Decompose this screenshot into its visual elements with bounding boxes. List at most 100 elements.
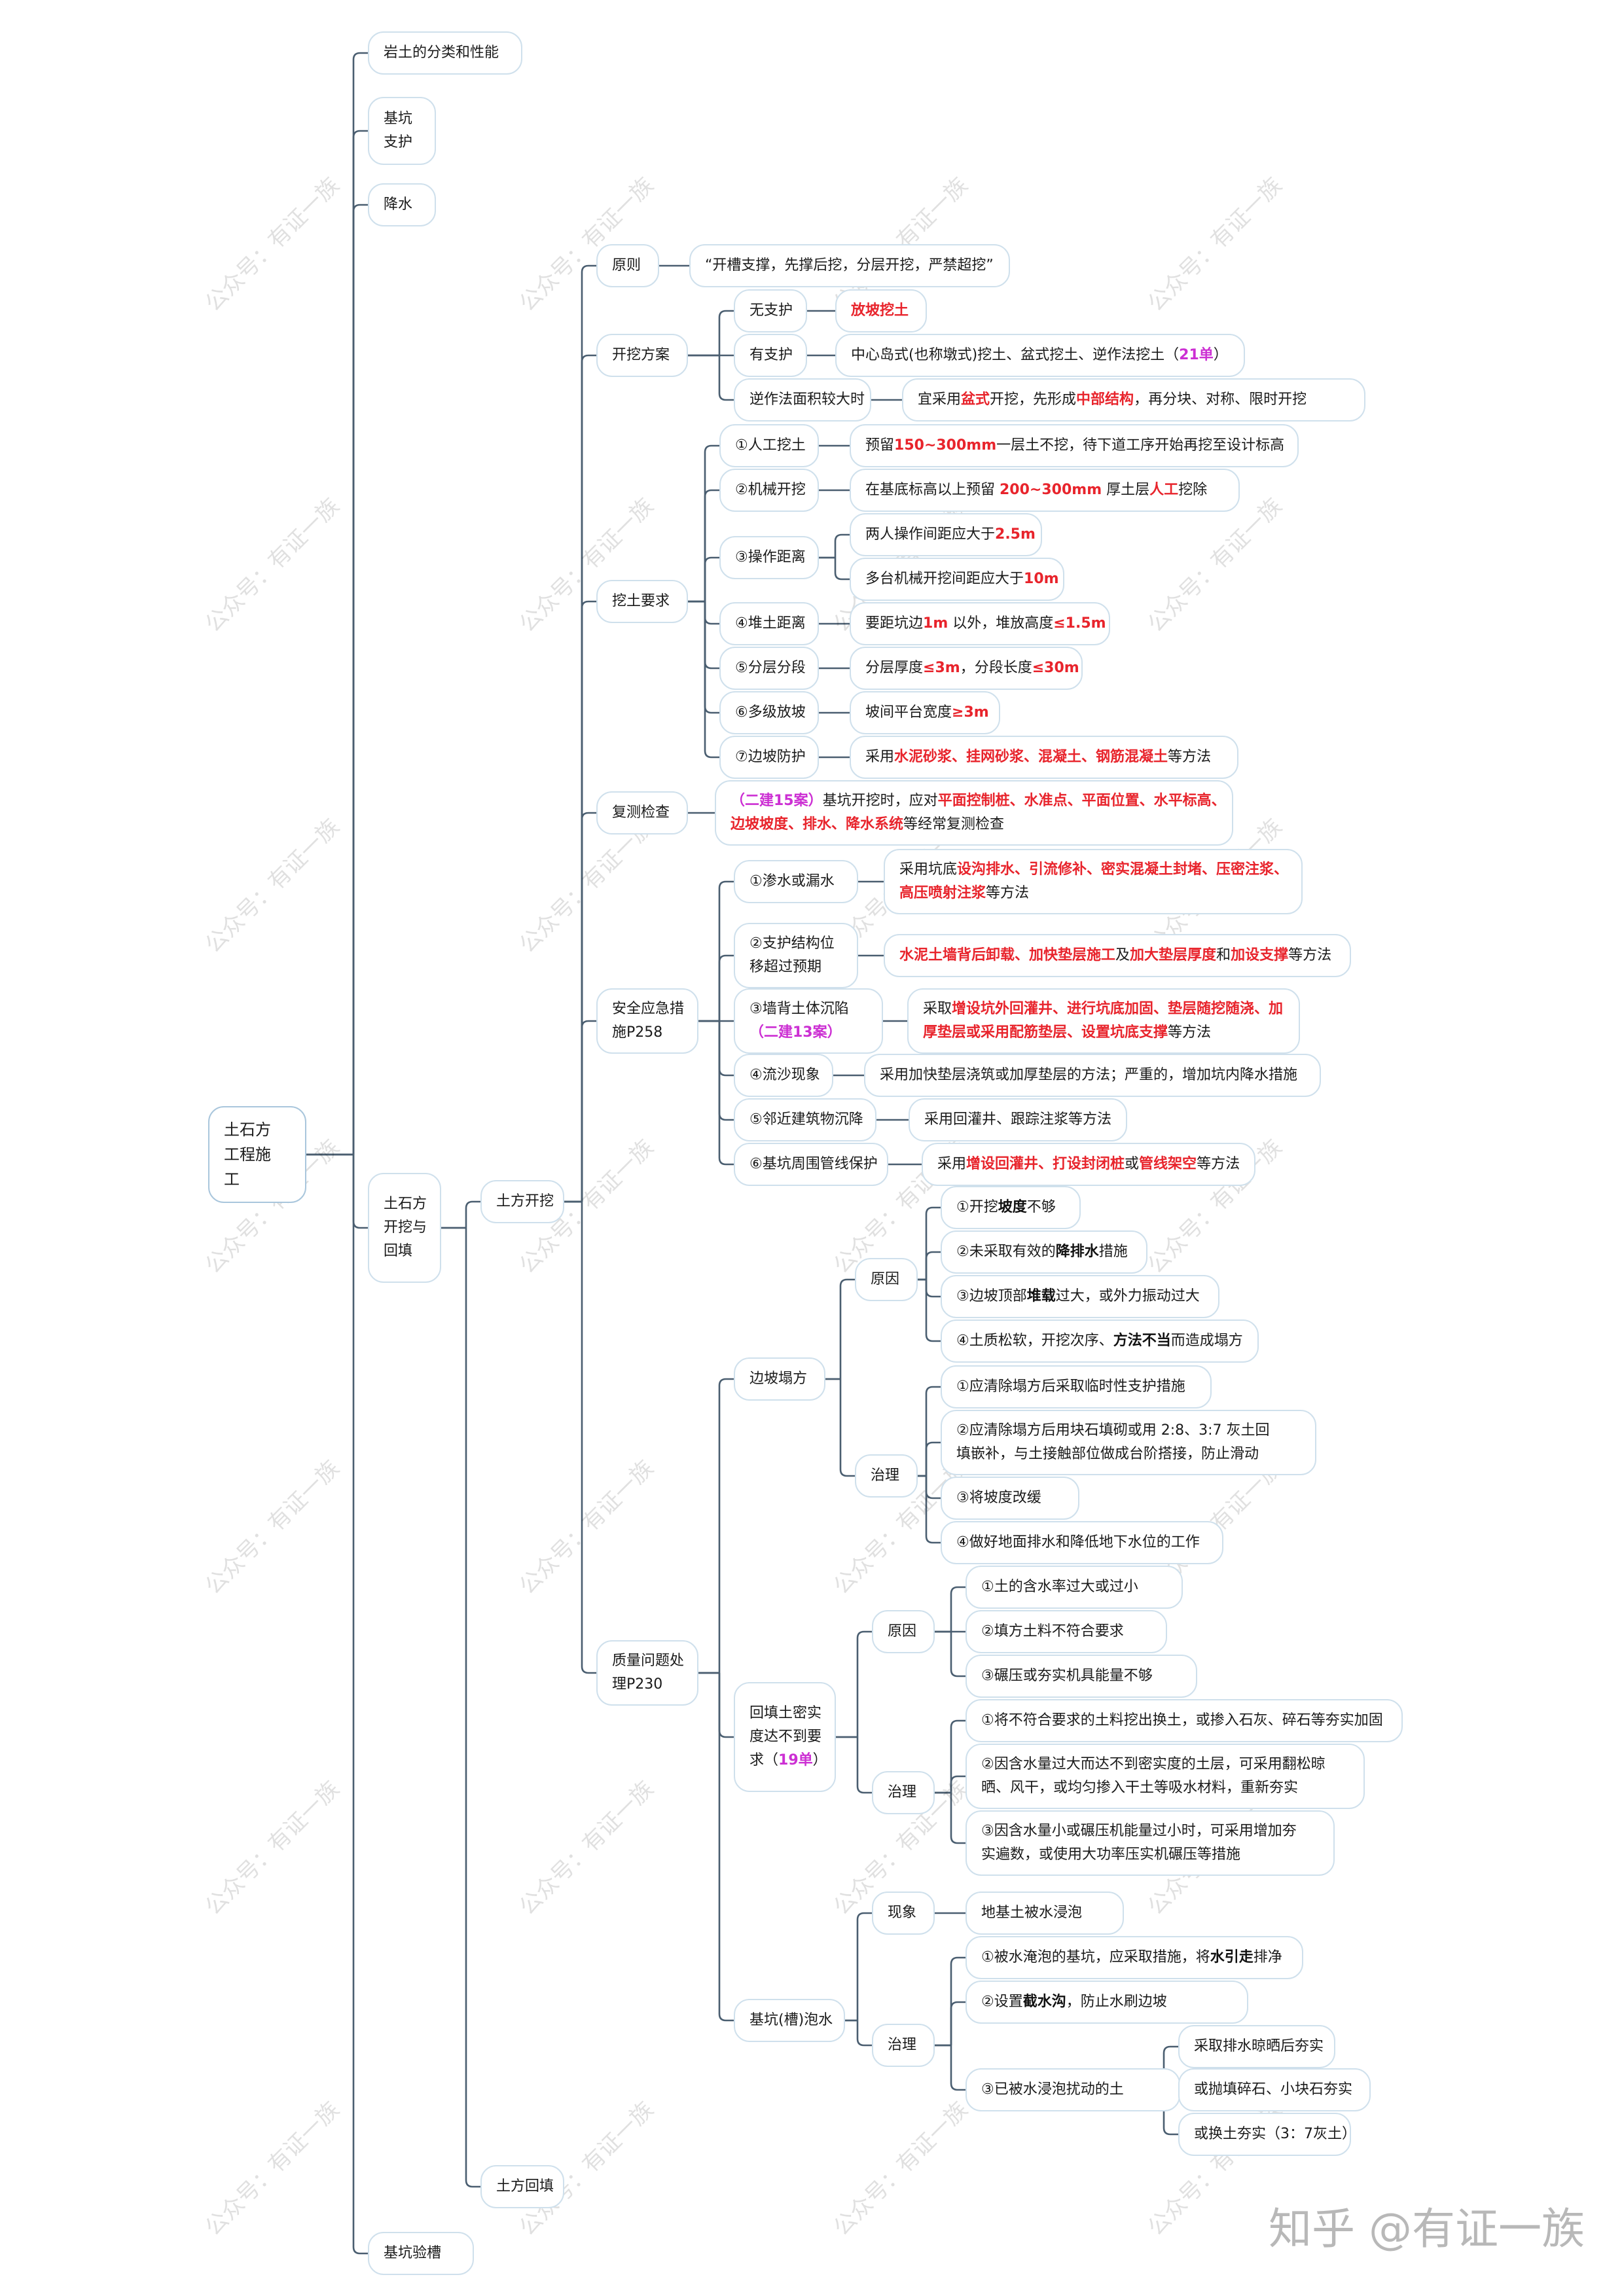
- node-wt4a[interactable]: 要距坑边1m 以外，堆放高度≤1.5m: [850, 602, 1110, 645]
- node-htz3[interactable]: ③因含水量小或碾压机能量过小时，可采用增加夯实遍数，或使用大功率压实机碾压等措施: [965, 1810, 1335, 1876]
- node-htz[interactable]: 治理: [872, 1771, 935, 1814]
- node-text-run: ⑥多级放坡: [735, 704, 806, 721]
- node-n5[interactable]: 基坑验槽: [368, 2232, 474, 2275]
- node-bpy3[interactable]: ③边坡顶部堆载过大，或外力振动过大: [941, 1275, 1219, 1318]
- node-text-run: 及: [1115, 947, 1130, 963]
- node-n4[interactable]: 土石方开挖与回填: [368, 1173, 441, 1283]
- node-text-run: ①人工挖土: [735, 437, 806, 454]
- node-n1[interactable]: 岩土的分类和性能: [368, 31, 522, 75]
- node-wt3[interactable]: ③操作距离: [719, 536, 819, 579]
- node-text-run: 边坡坡度、排水、降水系统: [731, 816, 904, 833]
- node-bpz1[interactable]: ①应清除塌方后采取临时性支护措施: [941, 1365, 1212, 1408]
- node-text-run: 移超过预期: [749, 959, 822, 975]
- node-bpy4[interactable]: ④土质松软，开挖次序、方法不当而造成塌方: [941, 1319, 1259, 1363]
- node-text-run: 开挖方案: [612, 347, 670, 363]
- node-fa1a[interactable]: 放坡挖土: [835, 289, 927, 332]
- node-bpz[interactable]: 治理: [855, 1454, 918, 1498]
- node-wt6a[interactable]: 坡间平台宽度≥3m: [850, 691, 1000, 734]
- node-jkz[interactable]: 治理: [872, 2024, 935, 2067]
- node-wt6[interactable]: ⑥多级放坡: [719, 691, 819, 734]
- node-htz2[interactable]: ②因含水量过大而达不到密实度的土层，可采用翻松晾晒、风干，或均匀掺入干土等吸水材…: [965, 1744, 1365, 1809]
- node-aq5[interactable]: ⑤邻近建筑物沉降: [734, 1098, 876, 1141]
- node-hty2[interactable]: ②填方土料不符合要求: [965, 1610, 1167, 1653]
- node-bp[interactable]: 边坡塌方: [734, 1357, 825, 1401]
- node-aq6a[interactable]: 采用增设回灌井、打设封闭桩或管线架空等方法: [922, 1143, 1255, 1186]
- node-yz[interactable]: 原则: [596, 244, 659, 287]
- node-wt2[interactable]: ②机械开挖: [719, 469, 819, 512]
- node-aq6[interactable]: ⑥基坑周围管线保护: [734, 1143, 888, 1186]
- node-aq1[interactable]: ①渗水或漏水: [734, 860, 858, 903]
- node-text: 地基土被水浸泡: [981, 1901, 1082, 1925]
- node-text-run: 厚土层: [1102, 482, 1150, 498]
- node-jkz3b[interactable]: 或抛填碎石、小块石夯实: [1178, 2068, 1371, 2111]
- node-yz1[interactable]: “开槽支撑，先撑后挖，分层开挖，严禁超挖”: [689, 244, 1010, 287]
- node-hty1[interactable]: ①土的含水率过大或过小: [965, 1566, 1183, 1609]
- node-jkx[interactable]: 现象: [872, 1892, 935, 1935]
- node-fa2[interactable]: 有支护: [734, 334, 807, 377]
- node-jkz3[interactable]: ③已被水浸泡扰动的土: [965, 2068, 1180, 2111]
- node-fa3[interactable]: 逆作法面积较大时: [734, 378, 871, 422]
- node-text: ⑥基坑周围管线保护: [749, 1153, 878, 1176]
- node-wt5a[interactable]: 分层厚度≤3m，分段长度≤30m: [850, 647, 1083, 690]
- node-jkz2[interactable]: ②设置截水沟，防止水刷边坡: [965, 1981, 1248, 2024]
- node-bpy1[interactable]: ①开挖坡度不够: [941, 1186, 1081, 1229]
- node-text-run: 要距坑边: [865, 615, 924, 632]
- node-jkx1[interactable]: 地基土被水浸泡: [965, 1892, 1124, 1935]
- connector-bpy-bpy3: [918, 1278, 941, 1298]
- node-fa3a[interactable]: 宜采用盆式开挖，先形成中部结构，再分块、对称、限时开挖: [902, 378, 1365, 422]
- node-fc[interactable]: 复测检查: [596, 791, 688, 834]
- node-text-run: 分层厚度: [865, 660, 924, 676]
- node-n3[interactable]: 降水: [368, 183, 436, 226]
- node-bpz3[interactable]: ③将坡度改缓: [941, 1477, 1079, 1520]
- node-wt2a[interactable]: 在基底标高以上预留 200~300mm 厚土层人工挖除: [850, 469, 1240, 512]
- node-hty[interactable]: 原因: [872, 1610, 935, 1653]
- node-wt5[interactable]: ⑤分层分段: [719, 647, 819, 690]
- node-jk[interactable]: 基坑(槽)泡水: [734, 1999, 845, 2042]
- node-bpy[interactable]: 原因: [855, 1258, 918, 1301]
- node-text-run: 挖除: [1178, 482, 1208, 498]
- node-hty3[interactable]: ③碾压或夯实机具能量不够: [965, 1655, 1197, 1698]
- connector-bpz-bpz4: [918, 1475, 941, 1544]
- node-jkz1[interactable]: ①被水淹泡的基坑，应采取措施，将水引走排净: [965, 1936, 1303, 1979]
- node-aq4[interactable]: ④流沙现象: [734, 1054, 833, 1097]
- node-kw[interactable]: 土方开挖: [480, 1180, 564, 1223]
- node-text: ⑥多级放坡: [735, 701, 806, 725]
- node-bpz4[interactable]: ④做好地面排水和降低地下水位的工作: [941, 1521, 1223, 1564]
- node-bpz2[interactable]: ②应清除塌方后用块石填砌或用 2:8、3:7 灰土回填嵌补，与土接触部位做成台阶…: [941, 1410, 1316, 1475]
- node-fa1[interactable]: 无支护: [734, 289, 807, 332]
- node-aq2a[interactable]: 水泥土墙背后卸载、加快垫层施工及加大垫层厚度和加设支撑等方法: [884, 934, 1351, 977]
- node-wt7a[interactable]: 采用水泥砂浆、挂网砂浆、混凝土、钢筋混凝土等方法: [850, 736, 1238, 779]
- node-aq3[interactable]: ③墙背土体沉陷（二建13案）: [734, 988, 883, 1054]
- node-text: 土方开挖: [496, 1190, 554, 1213]
- node-wt1[interactable]: ①人工挖土: [719, 424, 819, 467]
- node-bpy2[interactable]: ②未采取有效的降排水措施: [941, 1230, 1147, 1274]
- node-zl[interactable]: 质量问题处理P230: [596, 1640, 698, 1706]
- node-text: 治理: [888, 2034, 916, 2057]
- node-hutian[interactable]: 土方回填: [480, 2165, 564, 2208]
- node-wt1a[interactable]: 预留150~300mm一层土不挖，待下道工序开始再挖至设计标高: [850, 424, 1299, 467]
- node-htz1[interactable]: ①将不符合要求的土料挖出换土，或掺入石灰、碎石等夯实加固: [965, 1699, 1403, 1742]
- node-fa[interactable]: 开挖方案: [596, 334, 688, 377]
- node-aq[interactable]: 安全应急措施P258: [596, 988, 698, 1054]
- node-wt3b[interactable]: 多台机械开挖间距应大于10m: [850, 558, 1064, 601]
- node-wt3a[interactable]: 两人操作间距应大于2.5m: [850, 513, 1042, 556]
- node-aq3a[interactable]: 采取增设坑外回灌井、进行坑底加固、垫层随挖随浇、加厚垫层或采用配筋垫层、设置坑底…: [907, 988, 1300, 1054]
- node-ht[interactable]: 回填土密实度达不到要求（19单）: [734, 1682, 836, 1792]
- node-fa2a[interactable]: 中心岛式(也称墩式)挖土、盆式挖土、逆作法挖土（21单）: [835, 334, 1245, 377]
- node-text-run: 一层土不挖，待下道工序开始再挖至设计标高: [996, 437, 1285, 454]
- node-text: 土石方开挖与回填: [384, 1193, 427, 1263]
- node-jkz3a[interactable]: 采取排水晾晒后夯实: [1178, 2025, 1335, 2068]
- node-jkz3c[interactable]: 或换土夯实（3：7灰土）: [1178, 2113, 1356, 2156]
- node-aq5a[interactable]: 采用回灌井、跟踪注浆等方法: [909, 1098, 1127, 1141]
- node-root[interactable]: 土石方工程施工: [208, 1106, 306, 1203]
- node-aq4a[interactable]: 采用加快垫层浇筑或加厚垫层的方法；严重的，增加坑内降水措施: [864, 1054, 1321, 1097]
- node-aq2[interactable]: ②支护结构位移超过预期: [734, 923, 858, 988]
- node-wt[interactable]: 挖土要求: [596, 580, 688, 623]
- node-aq1a[interactable]: 采用坑底设沟排水、引流修补、密实混凝土封堵、压密注浆、高压喷射注浆等方法: [884, 849, 1303, 914]
- node-text-run: （二建13案）: [749, 1024, 842, 1041]
- node-fca[interactable]: （二建15案）基坑开挖时，应对平面控制桩、水准点、平面位置、水平标高、边坡坡度、…: [715, 780, 1233, 846]
- node-wt4[interactable]: ④堆土距离: [719, 602, 819, 645]
- node-text-run: 有支护: [749, 347, 793, 363]
- node-n2[interactable]: 基坑支护: [368, 97, 436, 165]
- node-wt7[interactable]: ⑦边坡防护: [719, 736, 819, 779]
